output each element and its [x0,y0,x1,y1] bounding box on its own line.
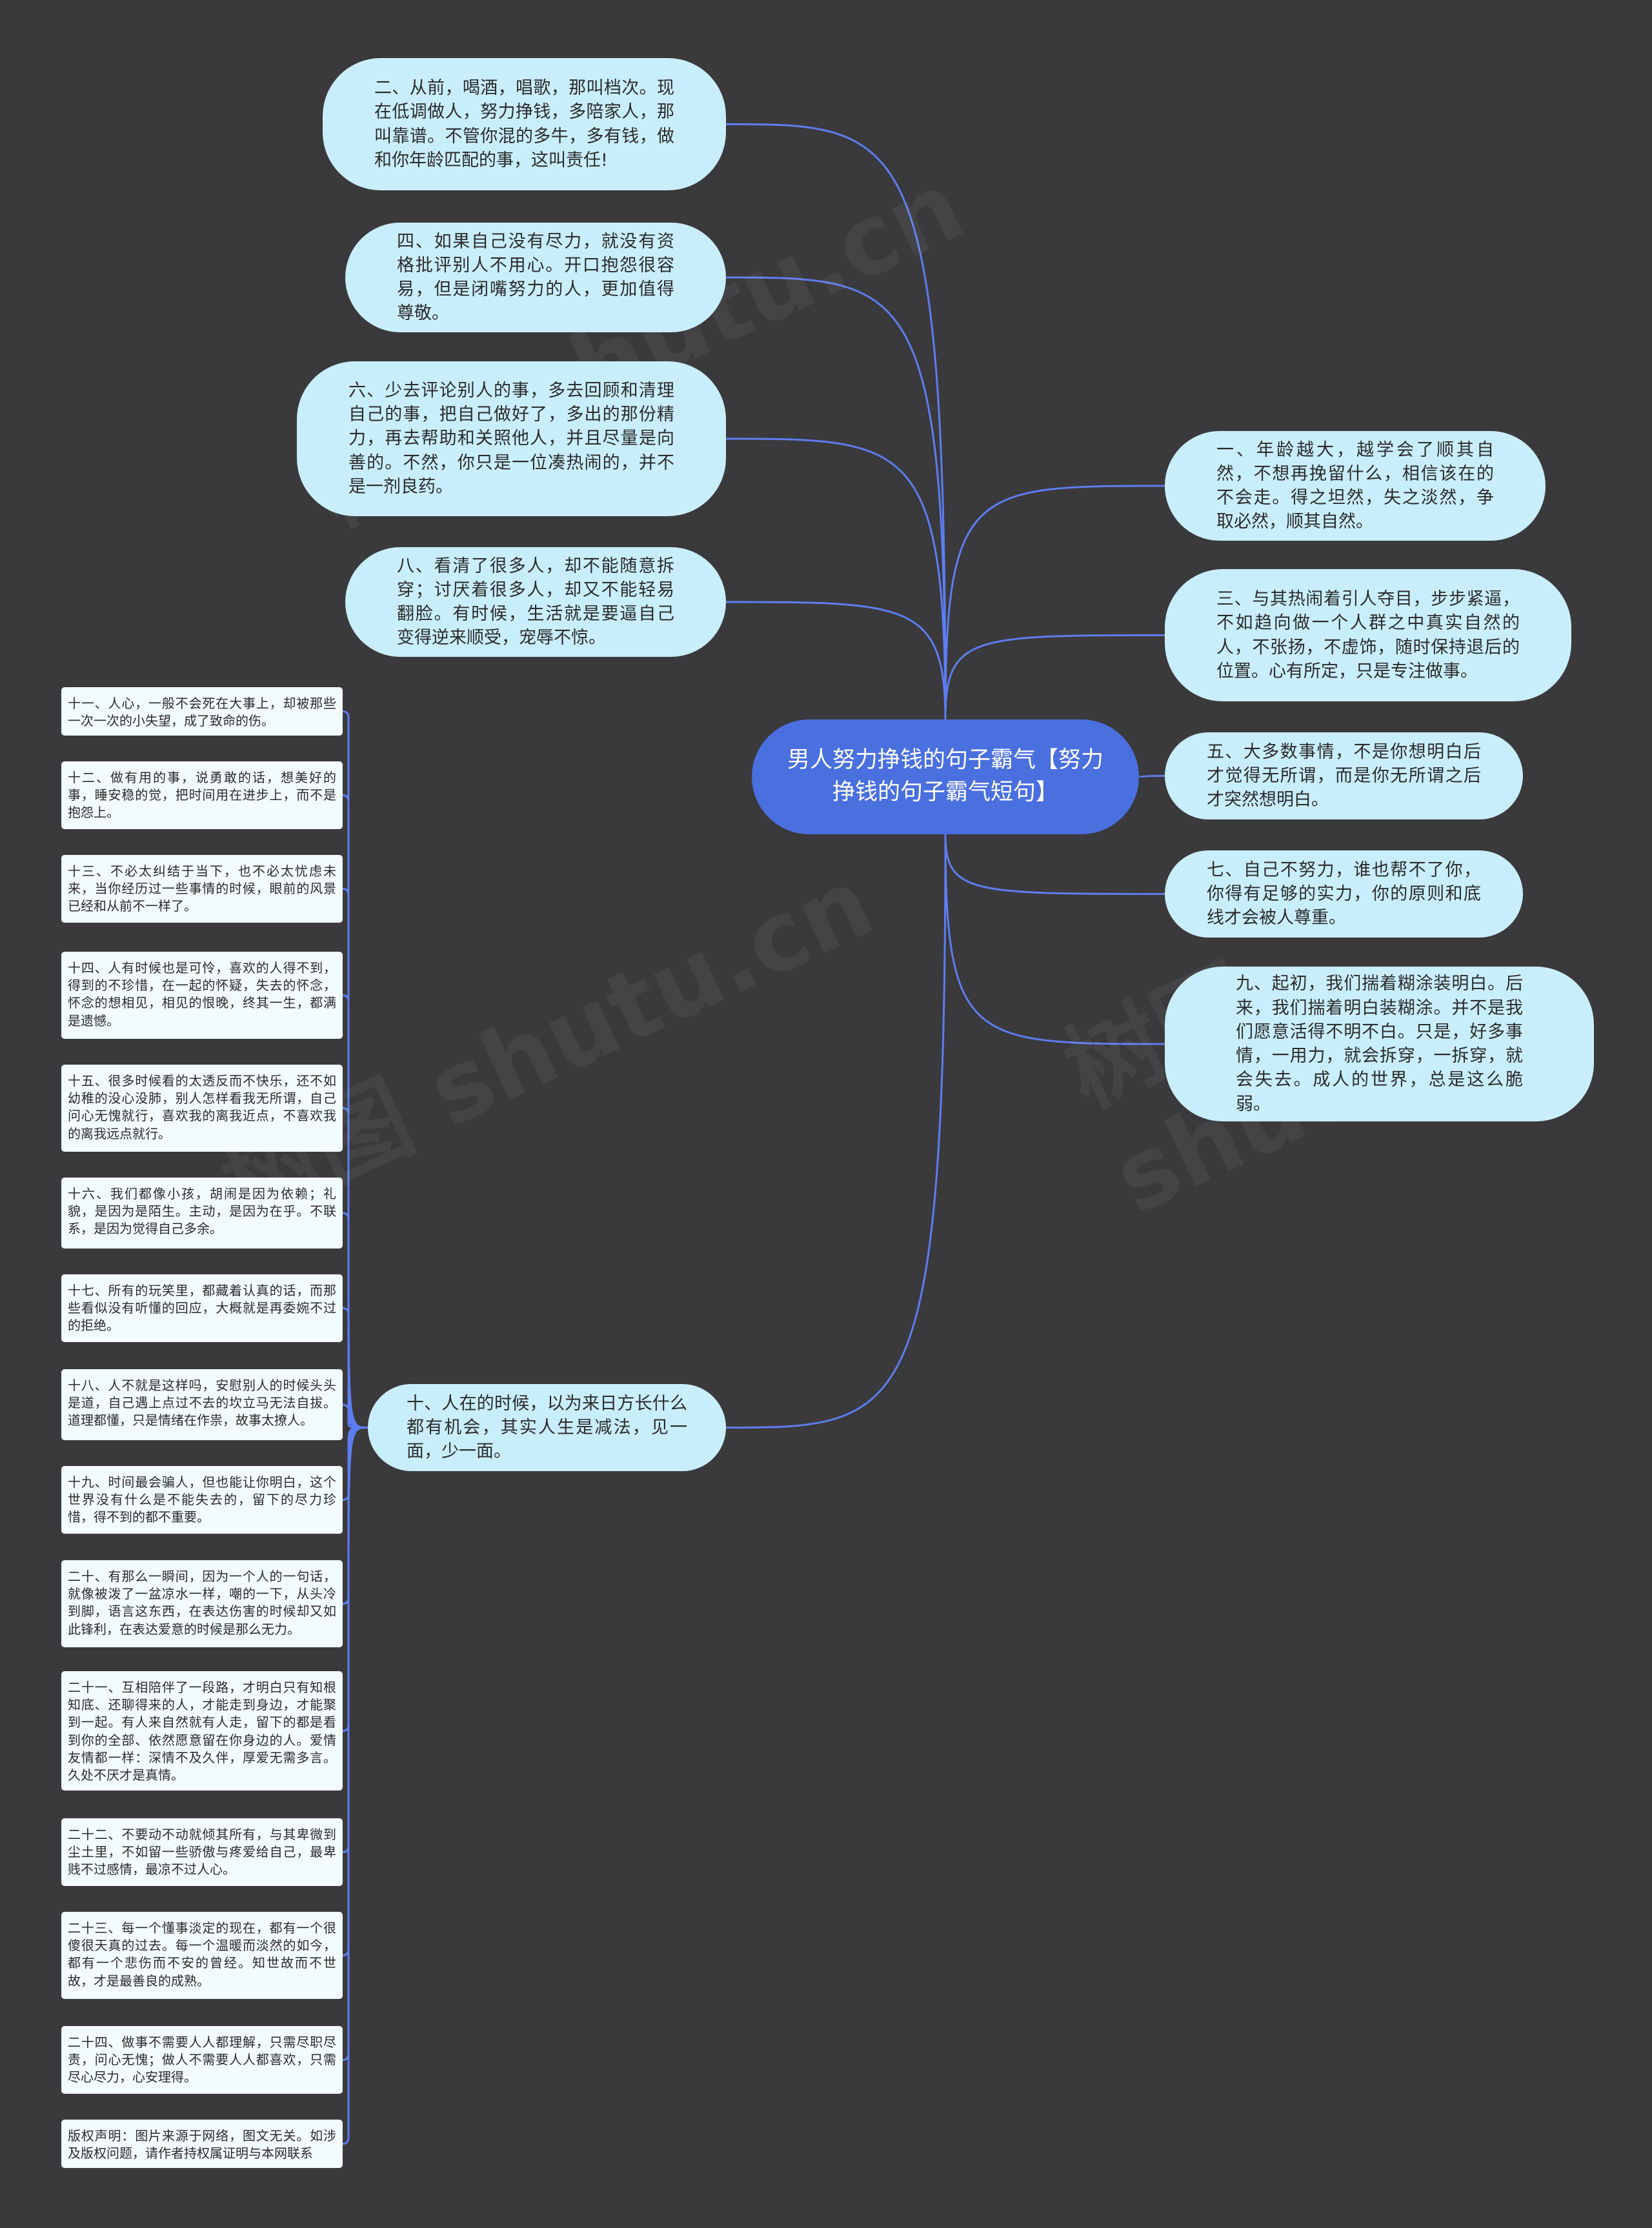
leaf-connector-edge [342,1427,368,1732]
leaf-connector-edge [342,1307,368,1429]
leaf-connector-edge [342,994,368,1429]
leaf-node-copyright[interactable]: 版权声明：图片来源于网络，图文无关。如涉及版权问题，请作者持权属证明与本网联系 [61,2120,343,2168]
leaf-connector-edge [342,1107,368,1429]
branch-node-10[interactable]: 十、人在的时候，以为来日方长什么都有机会，其实人生是减法，见一面，少一面。 [368,1384,726,1471]
branch-node-text: 六、少去评论别人的事，多去回顾和清理自己的事，把自己做好了，多出的那份精力，再去… [348,380,674,497]
branch-node-1[interactable]: 一、年龄越大，越学会了顺其自然，不想再挽留什么，相信该在的不会走。得之坦然，失之… [1165,431,1546,541]
leaf-connector-edge [342,1212,368,1429]
leaf-connector-edge [342,1427,368,1501]
leaf-connector-edge [342,888,368,1429]
connector-edge [725,123,947,720]
branch-node-2[interactable]: 二、从前，喝酒，唱歌，那叫档次。现在低调做人，努力挣钱，多陪家人，那叫靠谱。不管… [323,58,726,190]
connector-edge [944,834,1165,1045]
connector-edge [725,276,947,720]
leaf-node-14[interactable]: 十四、人有时候也是可怜，喜欢的人得不到，得到的不珍惜，在一起的怀疑，失去的怀念，… [61,952,343,1039]
leaf-connector-edge [342,710,368,1429]
leaf-node-15[interactable]: 十五、很多时候看的太透反而不快乐，还不如幼稚的没心没肺，别人怎样看我无所谓，自己… [61,1065,343,1152]
leaf-node-21[interactable]: 二十一、互相陪伴了一段路，才明白只有知根知底、还聊得来的人，才能走到身边，才能聚… [61,1671,343,1791]
connector-edge [725,834,947,1429]
leaf-node-13[interactable]: 十三、不必太纠结于当下，也不必太忧虑未来，当你经历过一些事情的时候，眼前的风景已… [61,855,343,923]
leaf-node-20[interactable]: 二十、有那么一瞬间，因为一个人的一句话，就像被泼了一盆凉水一样，嘲的一下，从头冷… [61,1560,343,1647]
leaf-node-17[interactable]: 十七、所有的玩笑里，都藏着认真的话，而那些看似没有听懂的回应，大概就是再委婉不过… [61,1274,343,1342]
branch-node-text: 三、与其热闹着引人夺目，步步紧逼，不如趋向做一个人群之中真实自然的人，不张扬，不… [1216,589,1520,681]
branch-node-3[interactable]: 三、与其热闹着引人夺目，步步紧逼，不如趋向做一个人群之中真实自然的人，不张扬，不… [1165,569,1571,701]
branch-node-9[interactable]: 九、起初，我们揣着糊涂装明白。后来，我们揣着明白装糊涂。并不是我们愿意活得不明不… [1165,967,1594,1121]
branch-node-text: 五、大多数事情，不是你想明白后才觉得无所谓，而是你无所谓之后才突然想明白。 [1207,741,1481,810]
leaf-node-18[interactable]: 十八、人不就是这样吗，安慰别人的时候头头是道，自己遇上点过不去的坎立马无法自拔。… [61,1369,343,1440]
central-topic[interactable]: 男人努力挣钱的句子霸气【努力挣钱的句子霸气短句】 [752,719,1139,834]
leaf-node-19[interactable]: 十九、时间最会骗人，但也能让你明白，这个世界没有什么是不能失去的，留下的尽力珍惜… [61,1466,343,1534]
branch-node-5[interactable]: 五、大多数事情，不是你想明白后才觉得无所谓，而是你无所谓之后才突然想明白。 [1165,732,1523,819]
branch-node-text: 四、如果自己没有尽力，就没有资格批评别人不用心。开口抱怨很容易，但是闭嘴努力的人… [397,231,674,324]
branch-node-text: 九、起初，我们揣着糊涂装明白。后来，我们揣着明白装糊涂。并不是我们愿意活得不明不… [1236,974,1523,1114]
leaf-connector-edge [342,1427,368,2061]
leaf-connector-edge [342,1427,368,2145]
leaf-node-22[interactable]: 二十二、不要动不动就倾其所有，与其卑微到尘土里，不如留一些骄傲与疼爱给自己，最卑… [61,1818,343,1886]
connector-edge [1138,775,1165,778]
connector-edge [725,601,947,720]
connector-edge [944,485,1165,720]
branch-node-text: 八、看清了很多人，却不能随意拆穿；讨厌着很多人，却又不能轻易翻脸。有时候，生活就… [397,556,674,648]
leaf-node-12[interactable]: 十二、做有用的事，说勇敢的话，想美好的事，睡安稳的觉，把时间用在进步上，而不是抱… [61,761,343,829]
leaf-connector-edge [342,1427,368,1853]
branch-node-text: 十、人在的时候，以为来日方长什么都有机会，其实人生是减法，见一面，少一面。 [407,1393,687,1462]
leaf-node-16[interactable]: 十六、我们都像小孩，胡闹是因为依赖；礼貌，是因为是陌生。主动，是因为在乎。不联系… [61,1178,343,1249]
branch-node-8[interactable]: 八、看清了很多人，却不能随意拆穿；讨厌着很多人，却又不能轻易翻脸。有时候，生活就… [345,547,726,657]
branch-node-text: 二、从前，喝酒，唱歌，那叫档次。现在低调做人，努力挣钱，多陪家人，那叫靠谱。不管… [374,78,674,170]
leaf-node-23[interactable]: 二十三、每一个懂事淡定的现在，都有一个很傻很天真的过去。每一个温暖而淡然的如今，… [61,1912,343,1999]
leaf-node-11[interactable]: 十一、人心，一般不会死在大事上，却被那些一次一次的小失望，成了致命的伤。 [61,687,343,736]
leaf-node-24[interactable]: 二十四、做事不需要人人都理解，只需尽职尽责，问心无愧；做人不需要人人都喜欢，只需… [61,2026,343,2094]
connector-edge [944,634,1165,720]
leaf-connector-edge [342,1427,368,1956]
connector-edge [725,437,947,720]
branch-node-7[interactable]: 七、自己不努力，谁也帮不了你，你得有足够的实力，你的原则和底线才会被人尊重。 [1165,850,1523,938]
branch-node-4[interactable]: 四、如果自己没有尽力，就没有资格批评别人不用心。开口抱怨很容易，但是闭嘴努力的人… [345,223,726,332]
branch-node-text: 七、自己不努力，谁也帮不了你，你得有足够的实力，你的原则和底线才会被人尊重。 [1207,859,1481,928]
central-topic-text: 男人努力挣钱的句子霸气【努力挣钱的句子霸气短句】 [787,747,1103,805]
branch-node-6[interactable]: 六、少去评论别人的事，多去回顾和清理自己的事，把自己做好了，多出的那份精力，再去… [297,361,726,516]
leaf-connector-edge [342,1427,368,1605]
branch-node-text: 一、年龄越大，越学会了顺其自然，不想再挽留什么，相信该在的不会走。得之坦然，失之… [1216,439,1494,532]
connector-edge [944,834,1165,895]
